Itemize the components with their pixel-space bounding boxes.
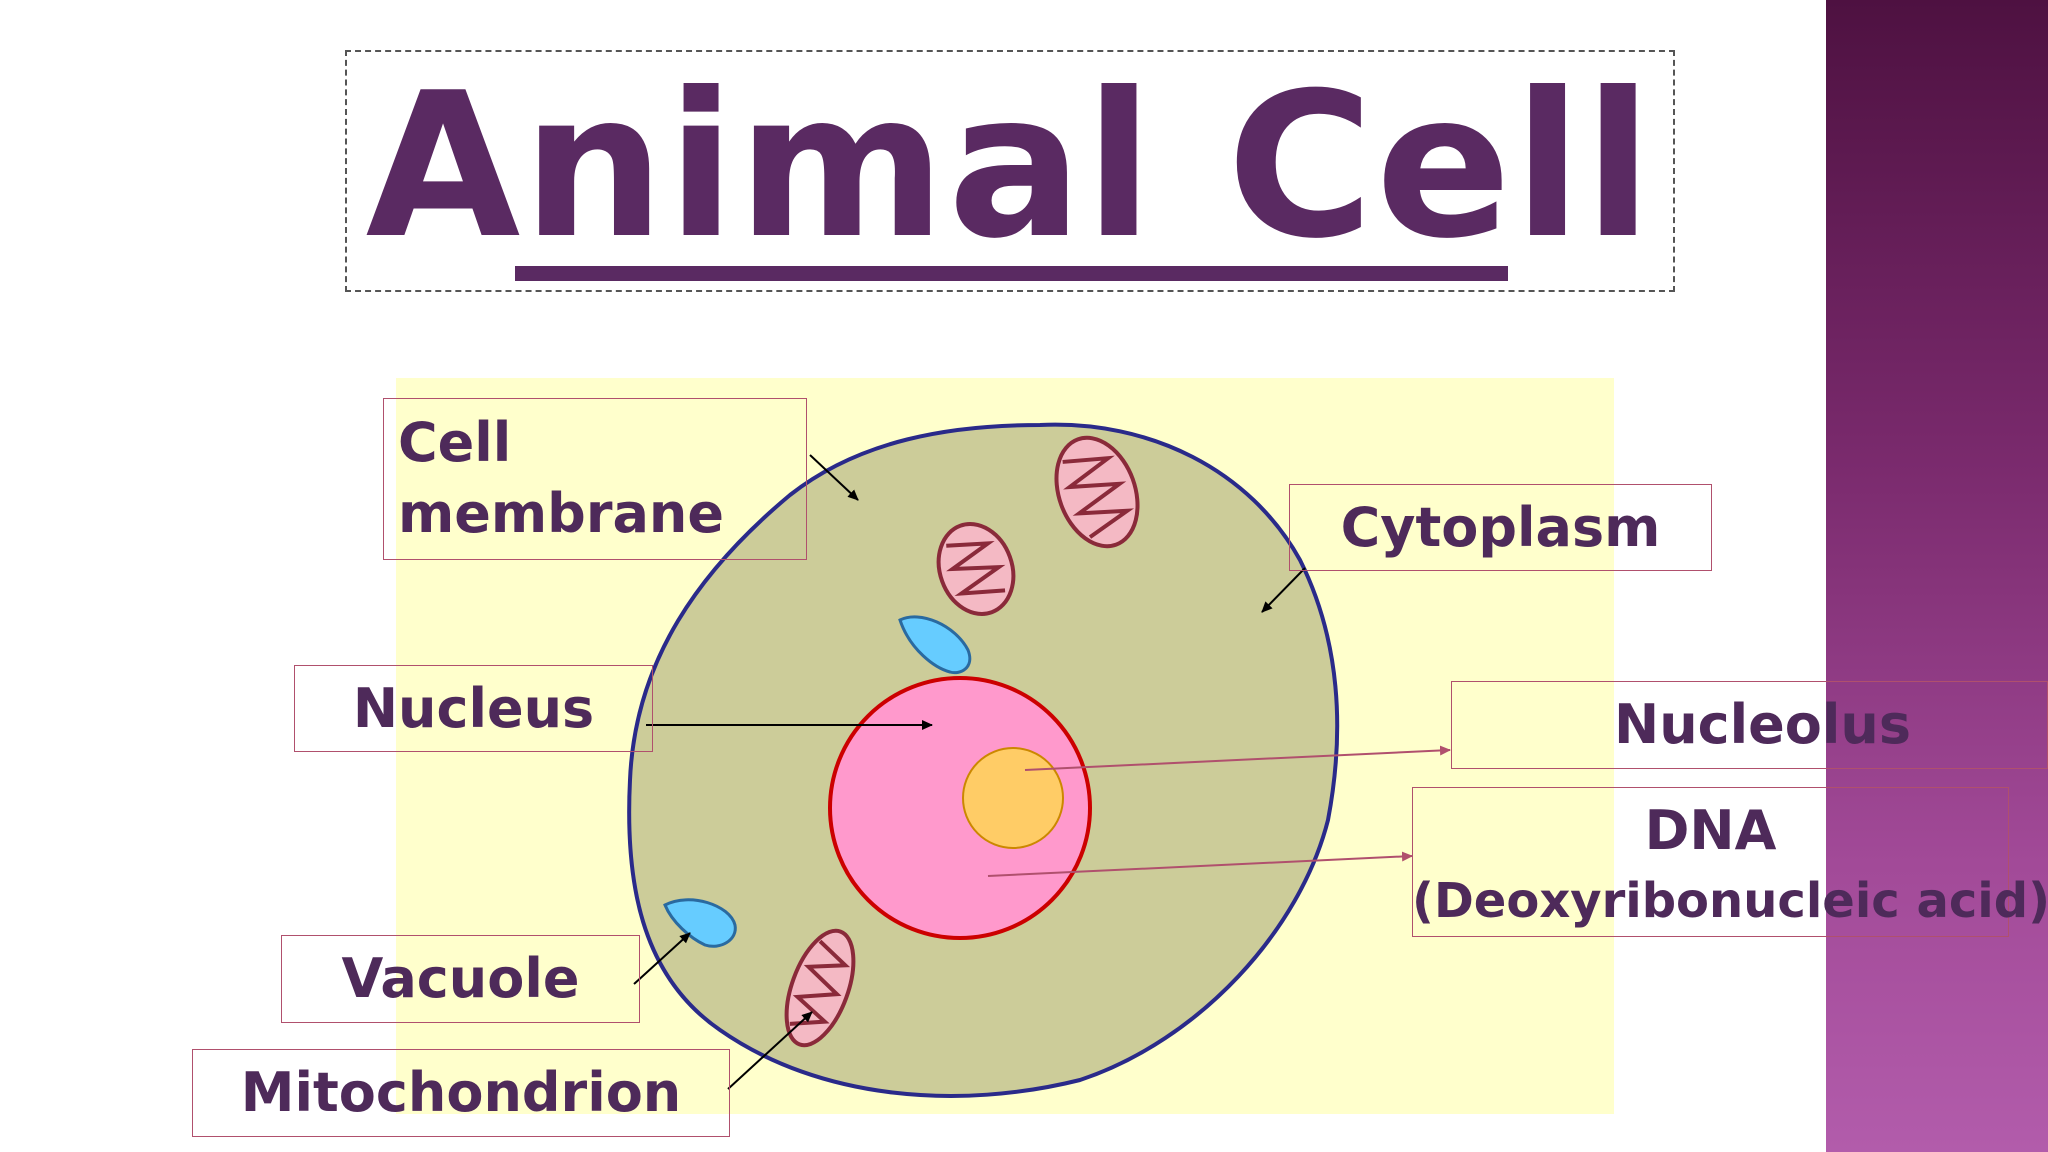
nucleolus-pointer [1024,745,1451,771]
nucleolus-label: Nucleolus [1614,693,1911,756]
cytoplasm-pointer [1261,567,1306,613]
vacuole-pointer [633,932,691,985]
mitochondrion-top-right [1054,435,1140,549]
mitochondrion-top-left [936,522,1016,616]
dna-pointer [987,851,1413,877]
vacuole-top [898,615,972,675]
nucleus-shape [828,676,1092,940]
cell-membrane-label-line2: membrane [398,482,724,545]
vacuole-label: Vacuole [341,947,580,1010]
page-title: Animal Cell [365,50,1655,283]
nucleus-label: Nucleus [352,677,595,740]
mitochondrion-pointer [727,1011,813,1090]
mitochondrion-label-box [192,1049,730,1137]
dna-label: DNA [1644,799,1777,862]
dna-label-box [1412,787,2009,937]
dna-full-name-label: (Deoxyribonucleic acid) [1412,873,2048,929]
cell-membrane-label-line1: Cell [398,411,512,474]
nucleus-label-box [294,665,653,752]
cytoplasm-label-box [1289,484,1712,571]
title-underline [515,266,1508,281]
title-frame [345,50,1675,292]
vacuole-label-box [281,935,640,1023]
side-decoration-bar [1826,0,2048,1152]
nucleolus-shape [962,747,1064,849]
mitochondrion-label: Mitochondrion [240,1061,682,1124]
cytoplasm-label: Cytoplasm [1340,496,1661,559]
vacuole-bottom [663,898,737,948]
cell-membrane-pointer [809,454,859,501]
cell-membrane-label-box [383,398,807,560]
